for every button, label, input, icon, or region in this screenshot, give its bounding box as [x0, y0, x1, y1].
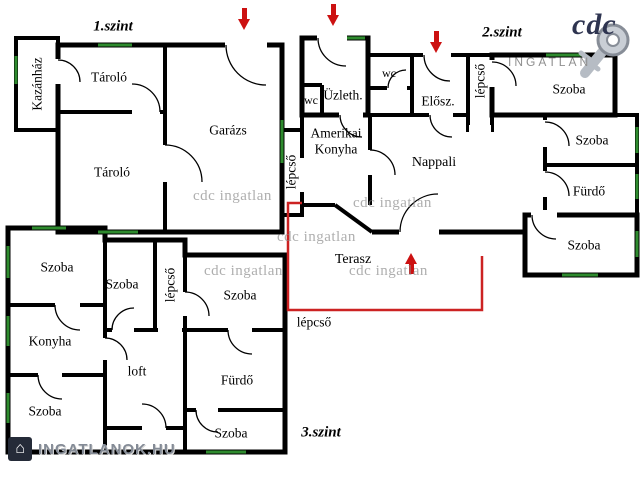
room-label-lepcso-right: lépcső — [472, 63, 488, 99]
floor-label-1: 1.szint — [93, 18, 133, 35]
entrance-arrows — [238, 4, 442, 274]
room-label-szoba-r1: Szoba — [575, 132, 609, 148]
floor-label-2: 2.szint — [482, 24, 522, 41]
room-label-tarolo-1: Tároló — [91, 69, 127, 85]
ingatlanok-house-icon: ⌂ — [8, 437, 32, 461]
cdc-logo-subtitle: INGATLAN — [508, 55, 592, 69]
entrance-arrow-down-icon — [238, 8, 250, 30]
entrance-arrow-down-icon — [327, 4, 339, 26]
key-icon — [578, 23, 630, 78]
floor-label-3: 3.szint — [301, 424, 341, 441]
room-label-uzlethelyiseg: Üzleth. — [323, 87, 363, 103]
room-label-eloszoba: Elősz. — [421, 93, 455, 109]
room-label-lepcso-left: lépcső — [283, 154, 299, 190]
watermark-text: cdc ingatlan — [204, 263, 283, 279]
room-label-terasz: Terasz — [334, 252, 372, 267]
window-markers — [6, 36, 639, 454]
room-label-wc-2: wc — [382, 66, 396, 80]
watermark-text: cdc ingatlan — [349, 263, 428, 279]
ingatlanok-logo-text: INGATLANOK.HU — [38, 440, 176, 458]
room-label-tarolo-2: Tároló — [94, 164, 130, 180]
ingatlanok-logo: ⌂ INGATLANOK.HU — [8, 437, 176, 461]
room-label-szoba-bl: Szoba — [28, 403, 62, 419]
room-label-furdo-2: Fürdő — [572, 183, 606, 199]
room-label-amerikai-konyha: Amerikai Konyha — [310, 125, 362, 156]
room-label-szoba-b: Szoba — [214, 425, 248, 441]
cdc-logo-text: cdc — [572, 8, 617, 41]
room-label-lepcso-bottom: lépcső — [296, 314, 332, 330]
room-label-loft: loft — [127, 363, 147, 379]
room-label-szoba-3: Szoba — [223, 287, 257, 303]
room-label-szoba-tl: Szoba — [40, 259, 74, 275]
door-gaps — [53, 33, 557, 220]
watermark-text: cdc ingatlan — [353, 195, 432, 211]
room-label-nappali: Nappali — [411, 155, 457, 170]
room-label-konyha: Konyha — [28, 333, 72, 349]
room-label-lepcso-3: lépcső — [162, 267, 178, 303]
terrace-outline — [286, 201, 484, 312]
room-label-wc-1: wc — [304, 93, 318, 107]
room-label-furdo-3: Fürdő — [220, 372, 254, 388]
room-label-szoba-r2: Szoba — [567, 237, 601, 253]
watermark-text: cdc ingatlan — [277, 229, 356, 245]
room-label-garazs: Garázs — [209, 122, 247, 138]
room-label-kazanhaz: Kazánház — [29, 57, 45, 111]
door-arcs — [37, 37, 570, 433]
entrance-arrow-down-icon — [430, 31, 442, 53]
room-label-szoba-mid: Szoba — [105, 276, 139, 292]
room-label-szoba-tr: Szoba — [552, 81, 586, 97]
entrance-arrow-up-icon — [405, 253, 417, 274]
watermark-text: cdc ingatlan — [193, 188, 272, 204]
